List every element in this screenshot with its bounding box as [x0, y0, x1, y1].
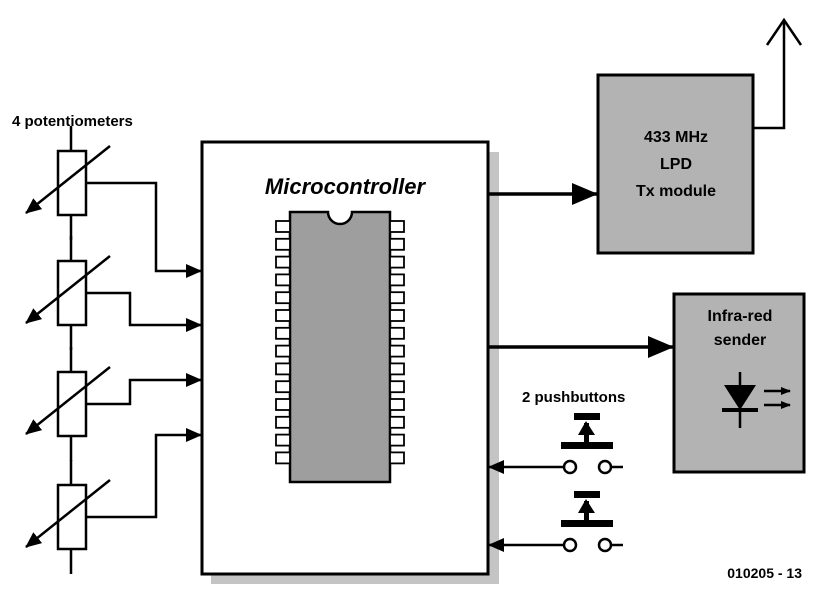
pushbutton-2 [488, 491, 623, 553]
chip-pin [389, 451, 405, 465]
chip-pin [275, 380, 291, 394]
tx-module-line3: Tx module [636, 183, 716, 200]
chip-pin [389, 291, 405, 305]
potentiometer-group [25, 126, 202, 574]
chip-pin [389, 237, 405, 251]
chip-pin [275, 415, 291, 429]
variable-resistor-icon [56, 370, 88, 438]
potentiometer-2 [25, 236, 202, 350]
pot-wire [86, 181, 202, 278]
contact [562, 537, 578, 553]
chip-pin [275, 255, 291, 269]
chip-pin [275, 237, 291, 251]
button-cap [574, 413, 600, 420]
contact [597, 537, 613, 553]
chip-pin [275, 326, 291, 340]
contact [562, 459, 578, 475]
chip-pin [275, 309, 291, 322]
chip-body [288, 210, 392, 484]
chip-pin [275, 451, 291, 465]
chip-pin [275, 273, 291, 287]
chip-pin [389, 309, 405, 322]
tx-module-box [596, 73, 755, 255]
chip-pin [275, 362, 291, 376]
pot-wire [86, 428, 202, 519]
wiper-arrow [25, 366, 111, 435]
chip-pin [389, 220, 405, 233]
chip-pin [389, 380, 405, 394]
pushbuttons-label: 2 pushbuttons [522, 389, 625, 406]
button-arrow [578, 499, 595, 513]
chip-pin [389, 344, 405, 358]
chip-pin [275, 398, 291, 411]
chip-pin [389, 415, 405, 429]
wiper-arrow [25, 479, 111, 548]
chip-pin [275, 220, 291, 233]
pushbutton-1 [488, 413, 623, 475]
chip-pin [275, 433, 291, 447]
potentiometer-1 [25, 126, 202, 278]
tx-module-line2: LPD [660, 156, 692, 173]
chip-pin [389, 398, 405, 411]
tx-module-line1: 433 MHz [644, 129, 708, 146]
chip-pin [275, 344, 291, 358]
chip-pin [389, 433, 405, 447]
contact [597, 459, 613, 475]
chip-pin [389, 362, 405, 376]
microcontroller-label: Microcontroller [265, 174, 427, 199]
potentiometers-label: 4 potentiometers [12, 113, 133, 130]
button-arrow [578, 421, 595, 435]
pushbutton-group [488, 413, 623, 553]
potentiometer-3 [25, 347, 202, 461]
antenna-icon [753, 17, 803, 130]
potentiometer-4 [25, 428, 202, 574]
chip-pin [389, 326, 405, 340]
chip-pin [389, 255, 405, 269]
ir-sender-line2: sender [714, 332, 766, 349]
dip-ic-icon [275, 210, 405, 484]
button-cap [574, 491, 600, 498]
ir-sender-line1: Infra-red [708, 308, 773, 325]
led-icon [722, 372, 791, 428]
wiper-arrow [25, 255, 111, 324]
pot-wire [86, 373, 202, 406]
button-bar [561, 520, 613, 527]
pot-wire [86, 291, 202, 332]
figure-id: 010205 - 13 [727, 565, 802, 581]
chip-pin [275, 291, 291, 305]
chip-pin [389, 273, 405, 287]
wiper-arrow [25, 145, 111, 214]
button-bar [561, 442, 613, 449]
